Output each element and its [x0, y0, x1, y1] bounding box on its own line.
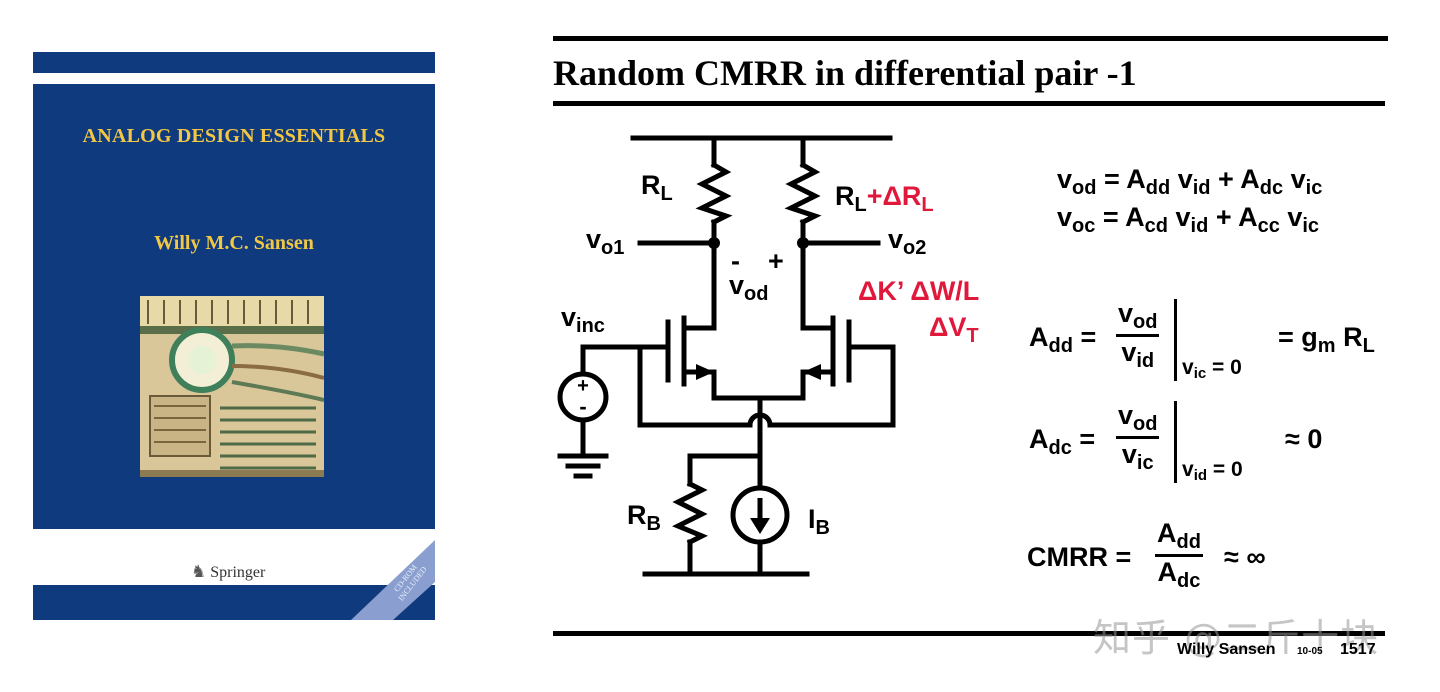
cmrr-lhs: CMRR = — [1027, 542, 1132, 572]
slide-title: Random CMRR in differential pair -1 — [553, 53, 1137, 93]
publisher-name: Springer — [210, 564, 266, 581]
add-evaluation-bar — [1174, 299, 1177, 381]
adc-fraction: vod vic — [1116, 400, 1160, 475]
minus-sign: - — [731, 246, 740, 276]
rl-right-label: RL+ΔRL — [835, 181, 934, 216]
bottom-rule — [553, 631, 1385, 636]
cmrr-result: ≈ ∞ — [1224, 542, 1266, 572]
mismatch-vt-label: ΔVT — [929, 312, 979, 347]
add-result: = gm RL — [1278, 322, 1375, 357]
chip-micrograph-image — [140, 296, 324, 477]
cmrr-fraction: Add Adc — [1155, 518, 1203, 593]
footer-date: 10-05 — [1297, 646, 1323, 657]
add-numerator: vod — [1116, 298, 1160, 337]
cover-title: ANALOG DESIGN ESSENTIALS — [82, 125, 386, 147]
adc-numerator: vod — [1116, 400, 1160, 439]
plus-sign: + — [768, 246, 784, 276]
add-denominator: vid — [1121, 337, 1155, 372]
publisher-logo: ♞Springer — [191, 562, 265, 582]
footer-page-number: 1517 — [1340, 641, 1376, 658]
circuit-schematic: + - — [557, 135, 896, 577]
rl-left-label: RL — [641, 170, 673, 205]
add-fraction: vod vid — [1116, 298, 1160, 373]
equation-vod: vod = Add vid + Adc vic — [1057, 164, 1323, 199]
footer-author: Willy Sansen — [1177, 641, 1276, 658]
cover-author: Willy M.C. Sansen — [154, 232, 314, 254]
add-lhs: Add = — [1029, 322, 1097, 357]
add-condition: vic = 0 — [1182, 356, 1242, 382]
cover-top-stripe — [33, 73, 435, 84]
book-cover: ANALOG DESIGN ESSENTIALS Willy M.C. Sans… — [33, 52, 435, 620]
vo1-label: vo1 — [586, 224, 625, 259]
vod-label: vod — [729, 270, 769, 305]
vinc-label: vinc — [561, 302, 605, 337]
adc-denominator: vic — [1121, 439, 1154, 474]
adc-result: ≈ 0 — [1285, 424, 1323, 454]
adc-condition: vid = 0 — [1182, 458, 1243, 484]
adc-evaluation-bar — [1174, 401, 1177, 483]
ib-label: IB — [808, 504, 830, 539]
svg-text:-: - — [579, 394, 586, 419]
adc-lhs: Adc = — [1029, 424, 1096, 459]
cmrr-denominator: Adc — [1157, 557, 1201, 592]
title-underline — [553, 101, 1385, 106]
top-rule — [553, 36, 1388, 41]
mismatch-k-wl-label: ΔK’ ΔW/L — [858, 276, 980, 306]
equation-voc: voc = Acd vid + Acc vic — [1057, 202, 1320, 237]
watermark-text: 知乎 @二斤十块 — [1093, 616, 1380, 660]
vo2-label: vo2 — [888, 224, 927, 259]
delta-rl-label: +ΔR — [866, 181, 922, 211]
springer-horse-icon: ♞ — [191, 562, 207, 581]
rb-label: RB — [627, 500, 661, 535]
svg-text:+: + — [577, 375, 589, 397]
cmrr-numerator: Add — [1155, 518, 1203, 557]
